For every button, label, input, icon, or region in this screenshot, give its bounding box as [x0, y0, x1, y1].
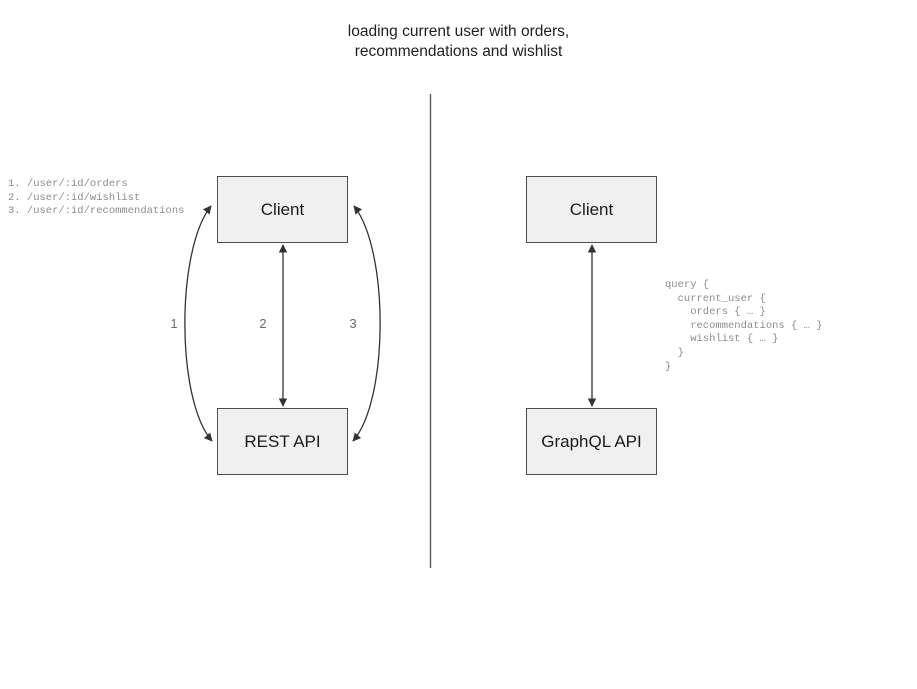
- node-client-graphql[interactable]: Client: [526, 176, 657, 243]
- rest-endpoints-note: 1. /user/:id/orders 2. /user/:id/wishlis…: [8, 178, 185, 218]
- edge-label-1: 1: [170, 316, 178, 331]
- node-label: Client: [569, 199, 614, 219]
- edge-label-3: 3: [349, 316, 357, 331]
- edge-3-curve: [352, 205, 381, 442]
- graphql-query-note: query { current_user { orders { … } reco…: [665, 279, 823, 373]
- page-title: loading current user with orders, recomm…: [347, 23, 570, 60]
- edge-label-2: 2: [259, 316, 267, 331]
- node-rest-api[interactable]: REST API: [217, 408, 348, 475]
- node-label: Client: [260, 199, 305, 219]
- node-label: REST API: [244, 431, 321, 451]
- node-label: GraphQL API: [541, 431, 642, 451]
- edge-1-curve: [184, 205, 213, 442]
- node-graphql-api[interactable]: GraphQL API: [526, 408, 657, 475]
- node-client-rest[interactable]: Client: [217, 176, 348, 243]
